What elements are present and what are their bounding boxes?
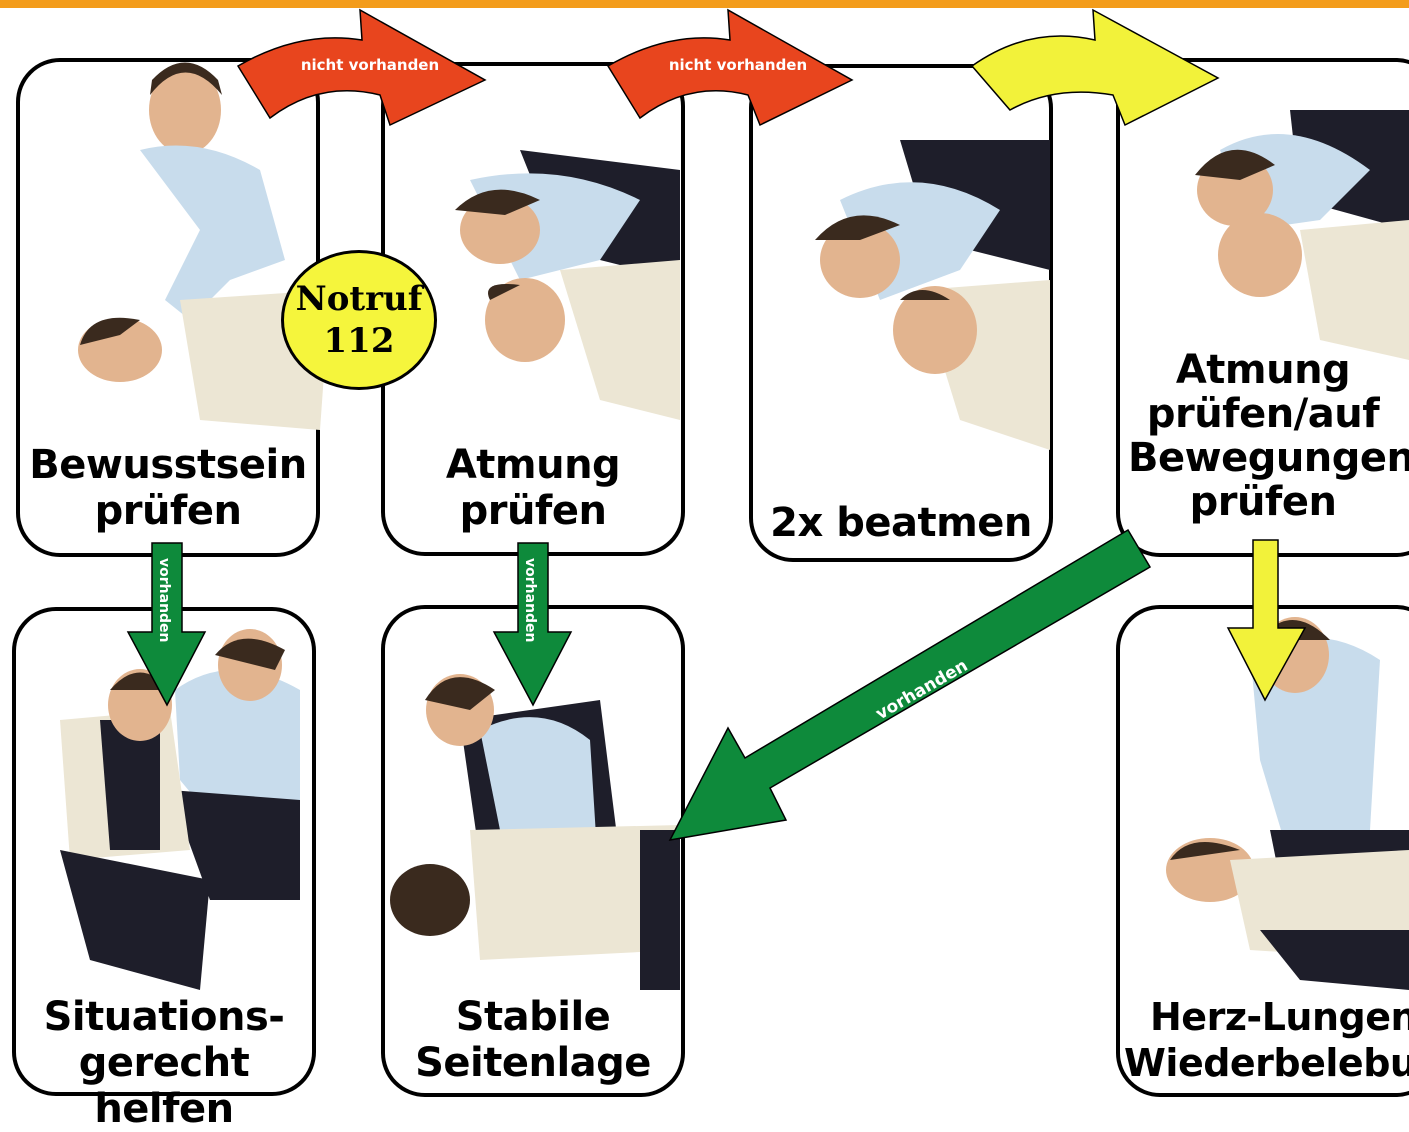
card-atmung-title: Atmung prüfen [387, 442, 679, 534]
card-atmung-bewegung-line3: Bewegungen [1128, 436, 1398, 480]
card-bewusstsein-title: Bewusstsein prüfen [22, 442, 314, 534]
card-atmung-line1: Atmung [387, 442, 679, 488]
card-hlw-title: Herz-Lungen- Wiederbelebung [1120, 994, 1409, 1086]
card-atmung-bewegung-line1: Atmung [1128, 348, 1398, 392]
card-seitenlage-line1: Stabile [387, 994, 679, 1040]
notruf-badge: Notruf 112 [281, 250, 437, 390]
card-atmung-bewegung-line2: prüfen/auf [1128, 392, 1398, 436]
green-arrow-down-1-label: vorhanden [156, 558, 172, 643]
card-situation-line1: Situations- [18, 994, 310, 1040]
card-situation-line2: gerecht helfen [18, 1040, 310, 1132]
flowchart-canvas: nicht vorhanden nicht vorhanden vorhande… [0, 0, 1409, 1100]
notruf-line2: 112 [324, 320, 395, 362]
green-arrow-down-2-label: vorhanden [522, 558, 538, 643]
card-situation-title: Situations- gerecht helfen [18, 994, 310, 1132]
card-beatmen-line1: 2x beatmen [755, 500, 1047, 546]
red-arrow-1-label: nicht vorhanden [301, 56, 439, 74]
card-hlw-line2: Wiederbelebung [1120, 1040, 1409, 1086]
card-atmung-bewegung-title: Atmung prüfen/auf Bewegungen prüfen [1128, 348, 1398, 524]
card-bewusstsein-line1: Bewusstsein [22, 442, 314, 488]
card-beatmen-title: 2x beatmen [755, 500, 1047, 546]
notruf-line1: Notruf [296, 278, 423, 320]
card-seitenlage-line2: Seitenlage [387, 1040, 679, 1086]
card-bewusstsein-line2: prüfen [22, 488, 314, 534]
card-atmung-line2: prüfen [387, 488, 679, 534]
card-seitenlage-title: Stabile Seitenlage [387, 994, 679, 1086]
red-arrow-2-label: nicht vorhanden [669, 56, 807, 74]
card-hlw-line1: Herz-Lungen- [1120, 994, 1409, 1040]
card-atmung-bewegung-line4: prüfen [1128, 480, 1398, 524]
